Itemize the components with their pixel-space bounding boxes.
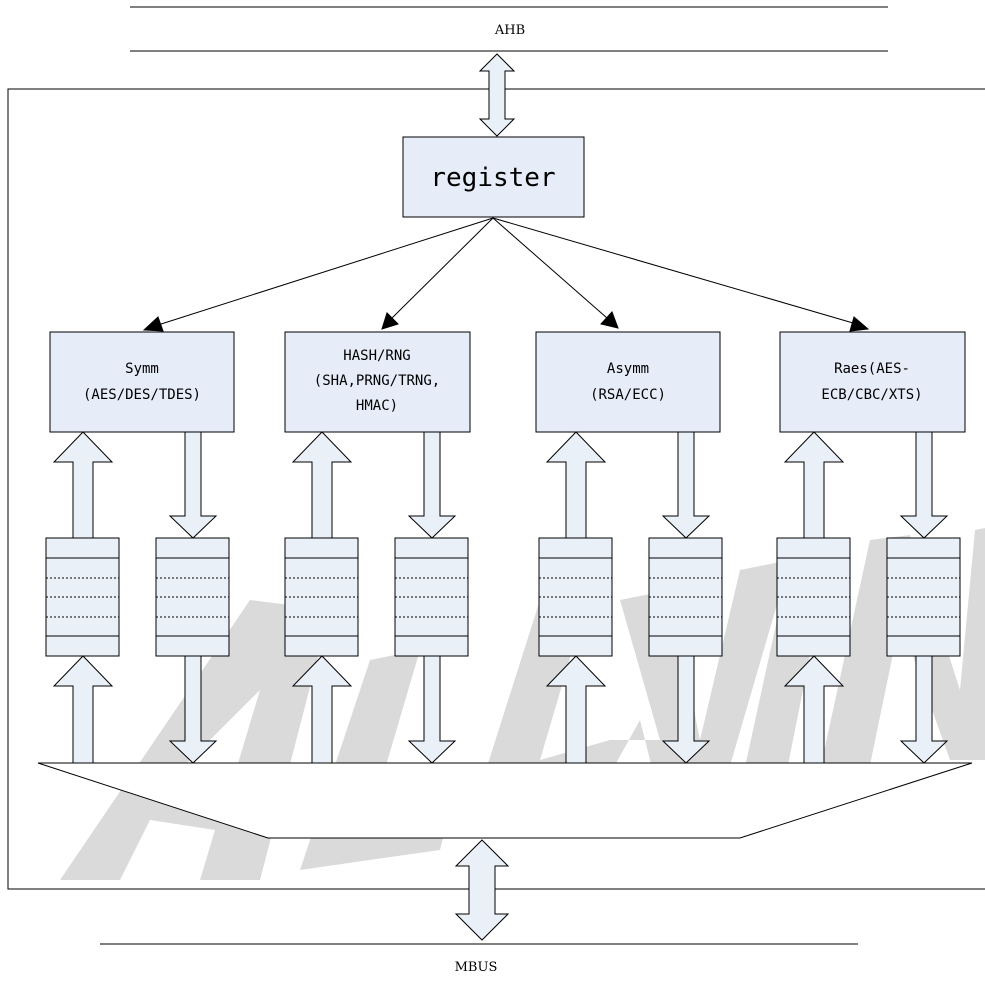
engine-raes-box bbox=[779, 331, 966, 433]
raes-fifo-to-bus-arrow bbox=[899, 655, 949, 764]
register-to-symm-arrowhead bbox=[142, 316, 164, 332]
register-box bbox=[402, 136, 585, 218]
ahb-register-double-arrow bbox=[478, 53, 516, 137]
engine-symm-line-2: (AES/DES/TDES) bbox=[83, 387, 201, 403]
fifo-layer bbox=[45, 431, 961, 764]
register-to-asymm-line bbox=[492, 217, 608, 319]
register-label: register bbox=[430, 163, 555, 193]
symm-fifo-to-bus-arrow bbox=[168, 655, 218, 764]
raes-input-fifo bbox=[776, 537, 851, 657]
register-to-raes-arrowhead bbox=[849, 316, 870, 332]
asymm-output-fifo bbox=[648, 537, 723, 657]
engine-asymm-box bbox=[535, 331, 721, 433]
raes-fifo-to-engine-arrow bbox=[783, 431, 845, 539]
symm-bus-to-fifo-arrow bbox=[52, 655, 114, 764]
register-fanout bbox=[142, 217, 870, 332]
engine-raes-line-1: Raes(AES- bbox=[834, 361, 910, 377]
engine-symm-box bbox=[49, 331, 235, 433]
register-to-symm-line bbox=[157, 217, 494, 326]
hash-input-fifo bbox=[284, 537, 359, 657]
engine-raes: Raes(AES- ECB/CBC/XTS) bbox=[779, 331, 966, 433]
asymm-fifo-to-bus-arrow bbox=[661, 655, 711, 764]
mbus-label: MBUS bbox=[455, 960, 498, 975]
register-to-asymm-arrowhead bbox=[600, 311, 619, 329]
asymm-engine-to-fifo-arrow bbox=[661, 431, 711, 539]
register-to-raes-line bbox=[492, 217, 854, 324]
engine-hash-rng-box bbox=[284, 331, 471, 433]
mux-mbus-double-arrow bbox=[454, 839, 510, 941]
bus-mux-trapezoid bbox=[37, 762, 973, 839]
symm-fifo-to-engine-arrow bbox=[52, 431, 114, 539]
ahb-label: AHB bbox=[494, 23, 525, 38]
symm-engine-to-fifo-arrow bbox=[168, 431, 218, 539]
engine-raes-line-2: ECB/CBC/XTS) bbox=[821, 387, 922, 403]
register-to-hash-line bbox=[391, 217, 494, 319]
hash-fifo-to-engine-arrow bbox=[291, 431, 353, 539]
hash-output-fifo bbox=[394, 537, 469, 657]
engine-asymm-line-2: (RSA/ECC) bbox=[590, 387, 666, 403]
asymm-fifo-to-engine-arrow bbox=[545, 431, 607, 539]
hash-fifo-to-bus-arrow bbox=[407, 655, 457, 764]
engine-hash-rng-line-3: HMAC) bbox=[356, 398, 398, 414]
engine-symm-line-1: Symm bbox=[125, 361, 159, 377]
symm-input-fifo bbox=[45, 537, 120, 657]
symm-output-fifo bbox=[155, 537, 230, 657]
engine-hash-rng-line-1: HASH/RNG bbox=[343, 348, 410, 364]
register-to-hash-arrowhead bbox=[381, 312, 399, 330]
asymm-input-fifo bbox=[538, 537, 613, 657]
raes-engine-to-fifo-arrow bbox=[899, 431, 949, 539]
engine-asymm: Asymm (RSA/ECC) bbox=[535, 331, 721, 433]
engine-hash-rng-line-2: (SHA,PRNG/TRNG, bbox=[314, 373, 440, 389]
engine-hash-rng: HASH/RNG (SHA,PRNG/TRNG, HMAC) bbox=[284, 331, 471, 433]
hash-engine-to-fifo-arrow bbox=[407, 431, 457, 539]
engine-symm: Symm (AES/DES/TDES) bbox=[49, 331, 235, 433]
raes-output-fifo bbox=[886, 537, 961, 657]
engine-asymm-line-1: Asymm bbox=[607, 361, 649, 377]
